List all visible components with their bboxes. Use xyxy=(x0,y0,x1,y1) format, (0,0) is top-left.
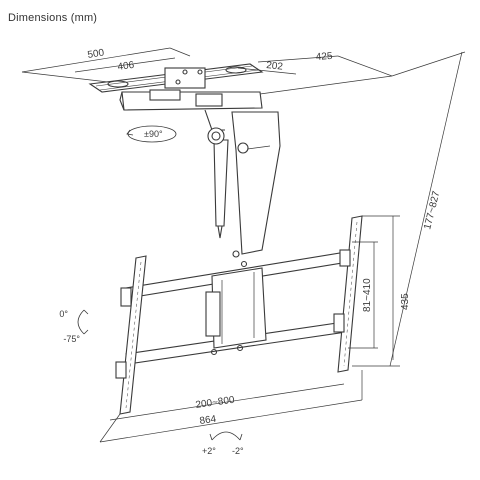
dim-label-425: 425 xyxy=(315,51,333,63)
pole-inner-tube xyxy=(213,139,229,227)
swivel-label: ±90° xyxy=(144,129,163,139)
frame-height-dimensions xyxy=(348,215,400,360)
pole-joint xyxy=(207,127,225,145)
right-vertical-arm xyxy=(337,215,363,373)
dim-label-height: 177~827 xyxy=(422,190,442,231)
dim-label-406: 406 xyxy=(117,60,135,73)
ceiling-bracket xyxy=(119,89,263,131)
diagram-title: Dimensions (mm) xyxy=(8,12,98,24)
tilt-arrow-icon xyxy=(77,309,85,335)
tilt-rotation xyxy=(77,309,89,335)
vertical-pole xyxy=(207,111,281,274)
dim-label-435: 435 xyxy=(400,293,411,310)
dim-label-202: 202 xyxy=(266,60,284,73)
bracket-top-block xyxy=(121,91,263,111)
dim-line-425-b xyxy=(337,55,393,77)
left-vertical-arm xyxy=(119,255,147,415)
roll-left-label: +2° xyxy=(202,446,216,456)
dim-line-height xyxy=(389,51,463,367)
tv-frame xyxy=(115,215,363,415)
dim-line-500 xyxy=(21,47,171,73)
ext-line-ceiling xyxy=(391,51,466,77)
plate-slot-right xyxy=(225,66,247,74)
tilt-bottom-label: -75° xyxy=(63,334,80,344)
frame-width-dimensions xyxy=(99,370,363,443)
dim-label-864: 864 xyxy=(199,414,217,427)
swivel-rotation xyxy=(126,125,177,143)
plate-slot-left xyxy=(107,80,129,88)
dim-line-200-800 xyxy=(109,383,345,421)
ext-line-top xyxy=(169,47,191,57)
dim-label-200-800: 200~800 xyxy=(195,395,236,411)
roll-arrow-icon xyxy=(211,431,241,441)
pole-outer xyxy=(231,111,281,255)
ceiling-plate-center xyxy=(164,67,206,89)
roll-rotation xyxy=(209,431,243,441)
ext-line-bottom xyxy=(259,75,393,95)
dim-line-202 xyxy=(237,67,297,75)
ceiling-plate xyxy=(88,63,264,93)
ceiling-dimension-lines xyxy=(21,47,466,367)
dim-line-406 xyxy=(74,57,176,73)
tilt-top-label: 0° xyxy=(59,309,68,319)
dim-line-425-a xyxy=(257,55,339,63)
ext-line-left xyxy=(21,71,109,83)
dim-label-81-410: 81~410 xyxy=(362,278,373,312)
dim-label-500: 500 xyxy=(87,47,106,61)
dim-line-864 xyxy=(99,399,363,443)
roll-right-label: -2° xyxy=(232,446,244,456)
